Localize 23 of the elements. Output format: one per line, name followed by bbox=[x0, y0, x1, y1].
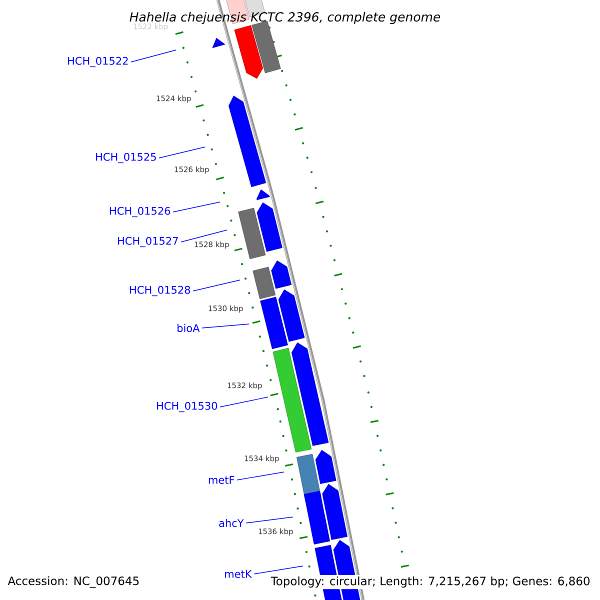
leader-line bbox=[254, 566, 304, 574]
accession-text: Accession: NC_007645 bbox=[8, 576, 139, 588]
gene-label: HCH_01530 bbox=[157, 402, 218, 412]
topology-text: Topology: circular; Length: 7,215,267 bp; Genes: 6,860 bbox=[269, 574, 592, 590]
title: Hahella chejuensis KCTC 2396, complete genome bbox=[130, 12, 440, 24]
gene-label: metK bbox=[225, 570, 252, 578]
gene-label: HCH_01522 bbox=[68, 56, 128, 68]
leader-line bbox=[192, 280, 240, 292]
gene-label: bioA bbox=[178, 324, 200, 332]
leader-line bbox=[202, 324, 250, 328]
gene-label: HCH_01528 bbox=[130, 286, 190, 296]
gene-label: HCH_01526 bbox=[110, 206, 170, 218]
leader-line bbox=[158, 146, 206, 158]
leader-line bbox=[130, 50, 176, 62]
leader-line bbox=[236, 472, 284, 480]
gene-label: ahcY bbox=[219, 518, 244, 528]
leader-line bbox=[246, 516, 294, 524]
leader-line bbox=[180, 230, 228, 242]
gene-label: HCH_01527 bbox=[118, 236, 178, 248]
leader-line bbox=[220, 396, 268, 408]
leader-line bbox=[172, 202, 220, 212]
gene-label: metF bbox=[208, 476, 234, 484]
gene-label: HCH_01525 bbox=[96, 152, 156, 164]
